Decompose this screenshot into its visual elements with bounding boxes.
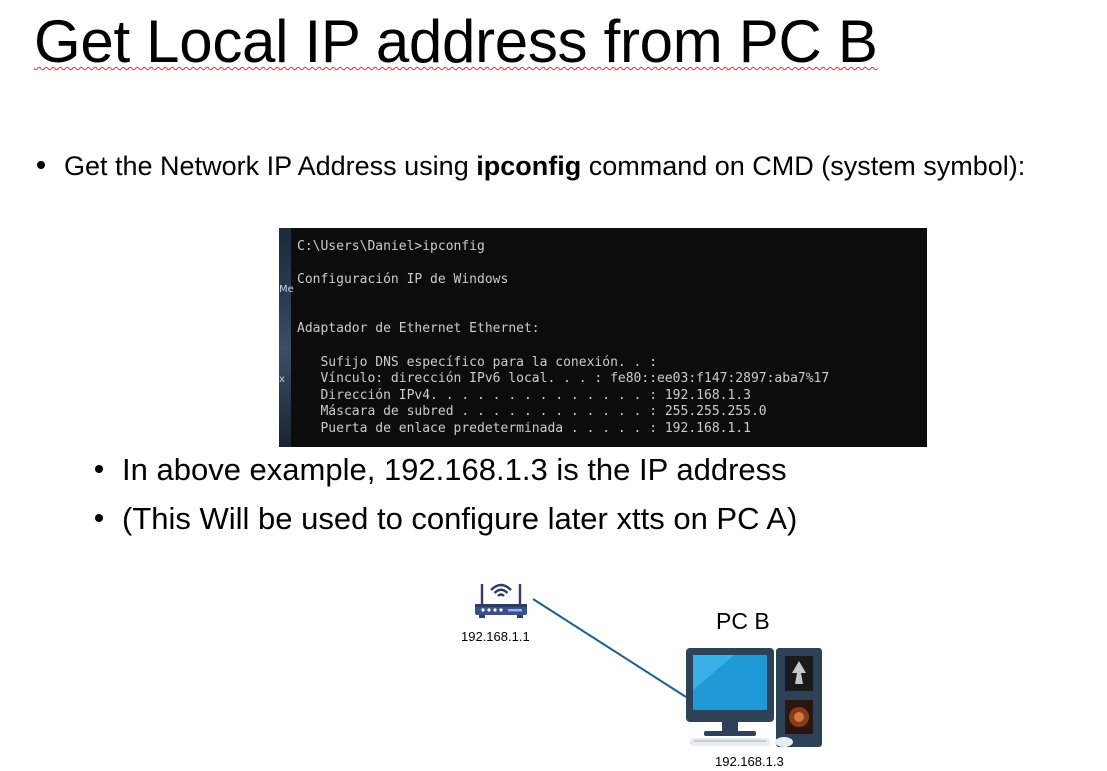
terminal-line: Configuración IP de Windows bbox=[297, 272, 509, 287]
bullet-example-text: In above example, 192.168.1.3 is the IP … bbox=[122, 452, 787, 487]
edge-fragment: x bbox=[279, 374, 285, 385]
bullet-ipconfig-command: ipconfig bbox=[476, 151, 582, 181]
slide-title: Get Local IP address from PC B bbox=[34, 6, 878, 78]
bullet-dot bbox=[95, 465, 103, 473]
router-ip-label: 192.168.1.1 bbox=[461, 629, 530, 644]
terminal-line: Máscara de subred . . . . . . . . . . . … bbox=[297, 404, 767, 419]
title-text: Get Local IP address from PC B bbox=[34, 8, 878, 75]
terminal-line: Puerta de enlace predeterminada . . . . … bbox=[297, 421, 751, 436]
terminal-line: Sufijo DNS específico para la conexión. … bbox=[297, 355, 658, 370]
desktop-edge-strip: Me x bbox=[279, 228, 294, 447]
terminal-line: C:\Users\Daniel>ipconfig bbox=[297, 239, 485, 254]
bullet-example: In above example, 192.168.1.3 is the IP … bbox=[122, 451, 787, 489]
bullet-dot bbox=[37, 161, 45, 169]
wifi-router-icon bbox=[475, 583, 527, 618]
bullet-ipconfig-suffix: command on CMD (system symbol): bbox=[581, 151, 1026, 181]
terminal-line: Adaptador de Ethernet Ethernet: bbox=[297, 321, 540, 336]
bullet-usage-note: (This Will be used to configure later xt… bbox=[122, 500, 797, 538]
bullet-usage-note-text: (This Will be used to configure later xt… bbox=[122, 501, 798, 536]
bullet-ipconfig: Get the Network IP Address using ipconfi… bbox=[64, 148, 1025, 184]
bullet-dot bbox=[95, 514, 103, 522]
cmd-screenshot: Me x C:\Users\Daniel>ipconfig Configurac… bbox=[279, 228, 927, 447]
pc-ip-label: 192.168.1.3 bbox=[715, 754, 784, 769]
bullet-ipconfig-prefix: Get the Network IP Address using bbox=[64, 151, 477, 181]
desktop-computer-icon bbox=[686, 648, 822, 747]
terminal-line: Dirección IPv4. . . . . . . . . . . . . … bbox=[297, 388, 751, 403]
pc-name-label: PC B bbox=[716, 608, 770, 634]
terminal-line: Vínculo: dirección IPv6 local. . . : fe8… bbox=[297, 371, 830, 386]
edge-fragment: Me bbox=[279, 284, 294, 295]
